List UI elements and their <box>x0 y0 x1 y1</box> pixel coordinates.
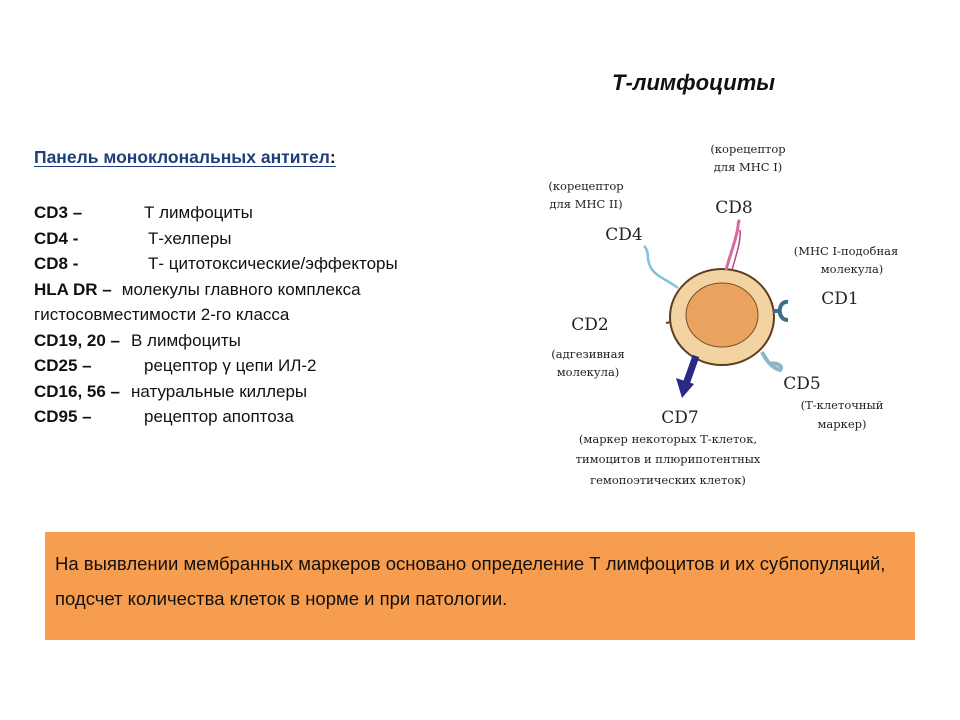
cell-nucleus <box>685 282 759 348</box>
marker-row: CD3 – Т лимфоциты <box>34 200 484 226</box>
marker-row: CD25 – рецептор γ цепи ИЛ-2 <box>34 353 484 379</box>
cd7-note-line1: (маркер некоторых Т-клеток, <box>579 432 757 446</box>
marker-desc: натуральные киллеры <box>131 381 308 401</box>
t-cell-diagram-svg: (корецептор для МНС I) CD8 (корецептор д… <box>548 142 898 487</box>
marker-code: CD19, 20 – <box>34 330 120 350</box>
marker-code: CD95 – <box>34 407 92 426</box>
t-cell-diagram: (корецептор для МНС I) CD8 (корецептор д… <box>526 130 918 496</box>
panel-heading-colon: : <box>329 147 336 167</box>
cd8-note-line2: для МНС I) <box>714 160 783 174</box>
marker-code: CD4 - <box>34 228 79 248</box>
cd2-label: CD2 <box>571 315 608 335</box>
cd8-note-line1: (корецептор <box>710 142 785 156</box>
marker-code: CD8 - <box>34 254 79 273</box>
marker-row: CD8 - Т- цитотоксические/эффекторы <box>34 251 484 277</box>
cd7-note-line2: тимоцитов и плюрипотентных <box>576 452 761 466</box>
cd5-note-line1: (Т-клеточный <box>801 398 884 412</box>
cd4-note-line2: для МНС II) <box>549 197 622 211</box>
cd2-note-line2: молекула) <box>557 365 620 379</box>
cd7-arrow-head <box>676 378 694 398</box>
cd2-receptor <box>665 321 672 324</box>
marker-row: CD16, 56 – натуральные киллеры <box>34 379 484 405</box>
marker-list: CD3 – Т лимфоциты CD4 - Т-хелперы CD8 - … <box>34 200 484 430</box>
marker-desc: рецептор апоптоза <box>144 407 294 426</box>
cd4-note-line1: (корецептор <box>548 179 623 193</box>
marker-desc: В лимфоциты <box>131 330 241 350</box>
marker-row: CD4 - Т-хелперы <box>34 226 484 252</box>
cd2-note-line1: (адгезивная <box>551 347 624 361</box>
marker-desc: Т-хелперы <box>148 228 232 248</box>
marker-desc: рецептор γ цепи ИЛ-2 <box>144 356 317 375</box>
cd5-note-line2: маркер) <box>817 417 866 431</box>
cd7-arrow-shaft <box>682 354 700 386</box>
cd4-label: CD4 <box>605 225 642 245</box>
summary-note-text: На выявлении мембранных маркеров основан… <box>55 553 886 609</box>
marker-code: HLA DR – <box>34 279 112 299</box>
cd5-label: CD5 <box>783 374 820 394</box>
marker-desc: Т- цитотоксические/эффекторы <box>148 254 398 273</box>
panel-heading-text: Панель моноклональных антител <box>34 147 330 167</box>
cd4-receptor <box>643 245 679 289</box>
marker-code: CD25 – <box>34 356 92 375</box>
marker-code: CD16, 56 – <box>34 381 120 401</box>
cd1-receptor <box>773 299 789 322</box>
cd8-receptor <box>724 218 742 271</box>
marker-row: CD19, 20 – В лимфоциты <box>34 328 484 354</box>
panel-heading: Панель моноклональных антител: <box>34 147 336 168</box>
cd8-receptor-chain <box>731 229 741 271</box>
marker-desc: Т лимфоциты <box>144 203 253 222</box>
marker-code: CD3 – <box>34 203 83 222</box>
cd5-receptor <box>760 351 783 373</box>
summary-note: На выявлении мембранных маркеров основан… <box>45 532 915 640</box>
cd7-note-line3: гемопоэтических клеток) <box>590 473 746 487</box>
cd1-label: CD1 <box>821 289 858 309</box>
marker-row: HLA DR –молекулы главного комплекса гист… <box>34 277 484 328</box>
slide-title: Т-лимфоциты <box>612 70 776 95</box>
cd1-note-line2: молекула) <box>821 262 884 276</box>
cd7-label: CD7 <box>661 408 698 428</box>
marker-row: CD95 – рецептор апоптоза <box>34 404 484 430</box>
cd8-label: CD8 <box>715 198 752 218</box>
cd1-note-line1: (МНС I-подобная <box>794 244 898 258</box>
marker-desc: молекулы главного комплекса гистосовмест… <box>34 279 361 325</box>
